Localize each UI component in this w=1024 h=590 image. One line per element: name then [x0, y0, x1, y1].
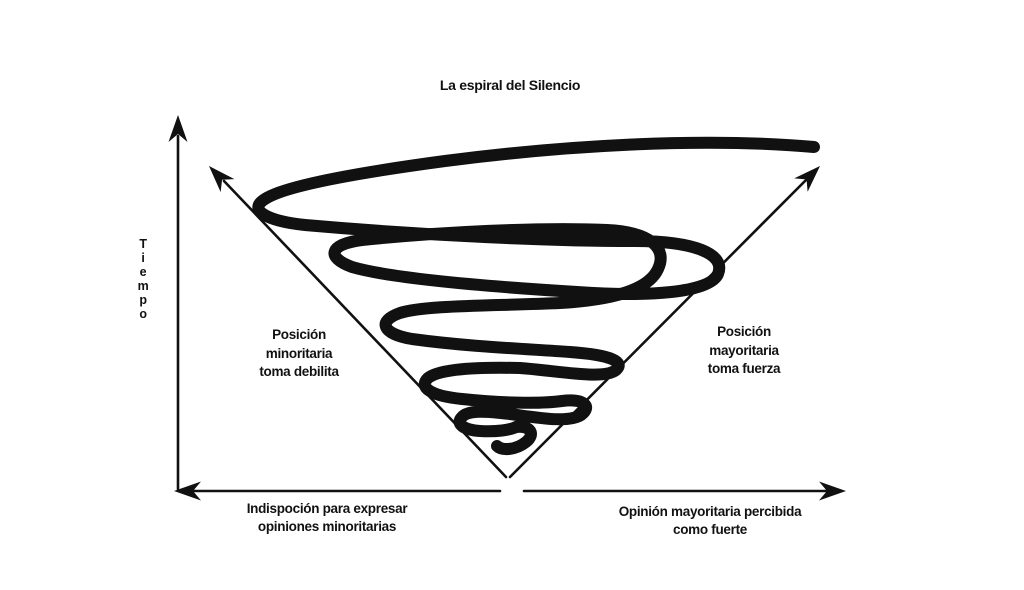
bottom-left-annotation: Indispoción para expresar opiniones mino… [227, 500, 427, 536]
left-diagonal-arrowhead [209, 166, 235, 193]
y-axis-label-letter: e [139, 265, 147, 279]
x-axis-arrowhead-left [174, 481, 201, 501]
annotation-line: Posición [272, 327, 326, 342]
y-axis-label-letter: o [139, 307, 147, 321]
y-axis-label-letter: T [139, 237, 147, 251]
annotation-line: Posición [717, 324, 771, 339]
annotation-line: toma fuerza [707, 361, 781, 376]
y-axis-arrowhead [168, 115, 188, 142]
bottom-right-annotation: Opinión mayoritaria percibida como fuert… [610, 503, 810, 539]
right-diagonal-arrowhead [794, 166, 820, 192]
annotation-line: mayoritaria [709, 342, 779, 358]
annotation-line: Opinión mayoritaria percibida [618, 504, 802, 519]
spiral-stroke [252, 136, 820, 456]
y-axis-label-letter: p [139, 293, 147, 307]
right-annotation: Posición mayoritaria toma fuerza [664, 323, 824, 379]
left-annotation: Posición minoritaria toma debilita [219, 326, 379, 382]
annotation-line: como fuerte [673, 522, 747, 537]
y-axis-label: T i e m p o [130, 237, 156, 321]
annotation-line: Indispoción para expresar [246, 501, 408, 516]
y-axis-label-letter: m [137, 279, 149, 293]
annotation-line: toma debilita [259, 364, 339, 379]
annotation-line: opiniones minoritarias [257, 519, 397, 534]
x-axis-arrowhead-right [819, 481, 846, 501]
diagram-title: La espiral del Silencio [439, 77, 581, 93]
y-axis-label-letter: i [141, 251, 145, 265]
annotation-line: minoritaria [265, 345, 333, 361]
right-diagonal-line [508, 178, 808, 479]
